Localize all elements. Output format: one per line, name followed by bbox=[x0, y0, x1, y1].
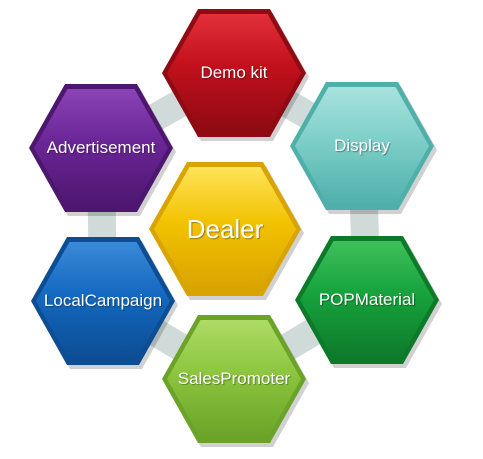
hexagons bbox=[29, 9, 442, 447]
hexagon-local-campaign-face bbox=[36, 242, 170, 360]
hexagon-sales-promoter bbox=[162, 315, 309, 447]
connector-local-campaign bbox=[87, 202, 117, 247]
hexagon-demo-kit-face bbox=[167, 14, 301, 132]
connector-display bbox=[349, 200, 380, 246]
hexagon-advertisement-face bbox=[34, 89, 168, 207]
hexagon-center-dealer bbox=[149, 162, 304, 300]
hexagon-pop-material bbox=[295, 236, 442, 368]
hexagon-advertisement bbox=[29, 84, 176, 216]
hexagon-display bbox=[290, 82, 437, 214]
hexagon-center-dealer-face bbox=[154, 167, 296, 291]
hexagon-demo-kit bbox=[162, 9, 309, 141]
hexagon-local-campaign bbox=[31, 237, 178, 369]
hexagon-sales-promoter-face bbox=[167, 320, 301, 438]
hexagon-display-face bbox=[295, 87, 429, 205]
hexagon-pop-material-face bbox=[300, 241, 434, 359]
